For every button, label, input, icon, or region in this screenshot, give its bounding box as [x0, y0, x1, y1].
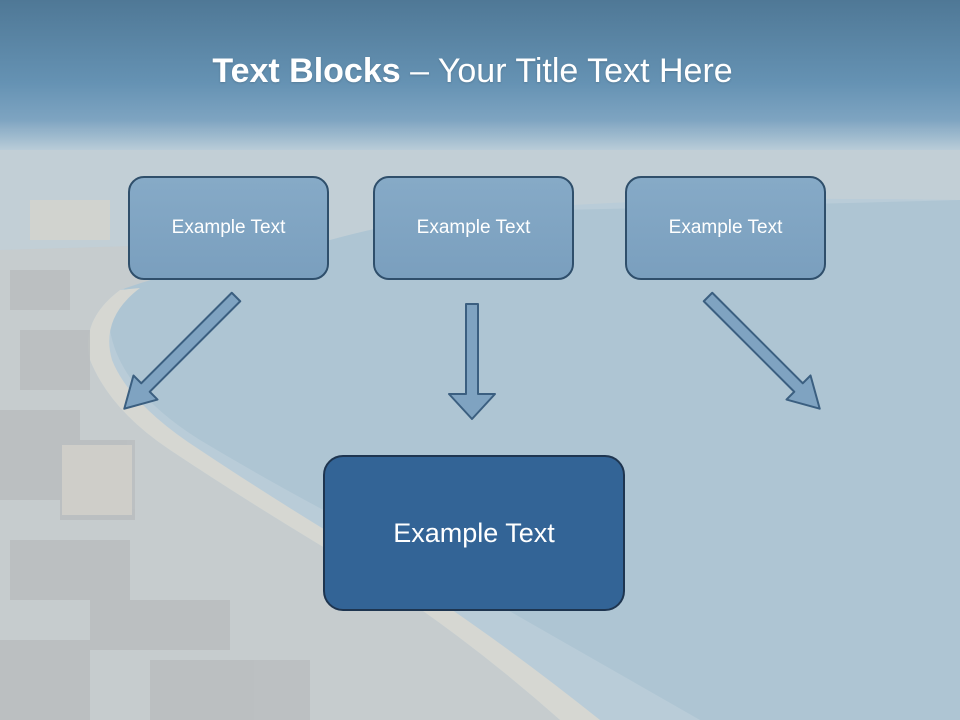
- text-block-center[interactable]: Example Text: [373, 176, 574, 280]
- slide-title: Text Blocks – Your Title Text Here: [0, 52, 945, 91]
- text-block-right[interactable]: Example Text: [625, 176, 826, 280]
- arrow-left-icon: [123, 291, 242, 410]
- text-block-left[interactable]: Example Text: [128, 176, 329, 280]
- arrow-right-icon: [702, 291, 821, 410]
- target-text-block-label: Example Text: [393, 517, 555, 548]
- text-block-left-label: Example Text: [171, 217, 286, 238]
- title-bold-part: Text Blocks: [212, 52, 401, 90]
- arrow-center-icon: [448, 303, 496, 420]
- title-separator: –: [400, 52, 438, 90]
- target-text-block[interactable]: Example Text: [323, 455, 625, 611]
- title-rest-part: Your Title Text Here: [437, 52, 733, 90]
- text-block-right-label: Example Text: [668, 217, 783, 238]
- title-bar: [0, 0, 960, 150]
- text-block-center-label: Example Text: [416, 217, 531, 238]
